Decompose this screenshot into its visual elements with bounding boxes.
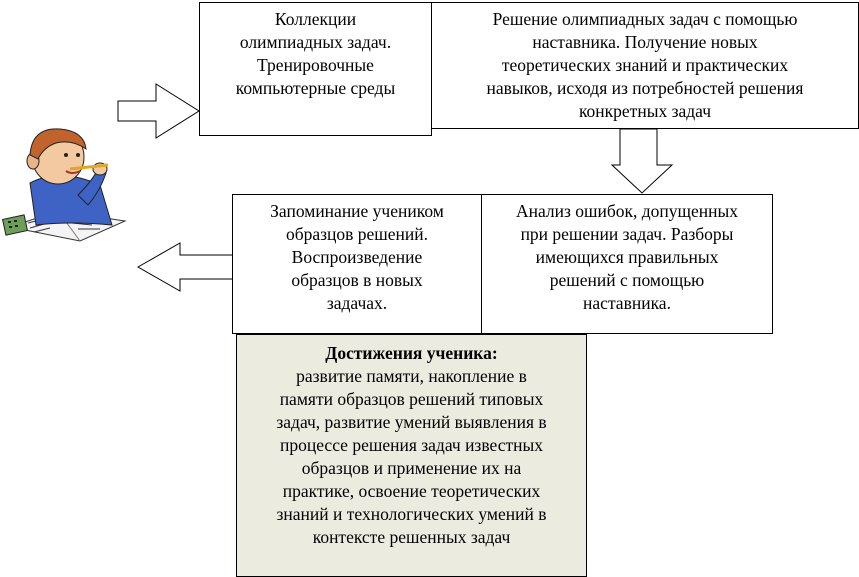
box-line: процессе решения задач известных: [280, 435, 543, 455]
error-analysis-box: Анализ ошибок, допущенных при решении за…: [481, 194, 773, 334]
box-line: Запоминание учеником: [270, 201, 444, 221]
box-line: контексте решенных задач: [312, 527, 511, 547]
mentor-solving-box: Решение олимпиадных задач с помощью наст…: [431, 2, 859, 129]
box-line: памяти образцов решений типовых: [279, 389, 544, 409]
box-line: при решении задач. Разборы: [520, 224, 734, 244]
box-line: олимпиадных задач.: [239, 32, 392, 52]
left-arrow-icon: [136, 242, 234, 292]
box-line: компьютерные среды: [235, 78, 396, 98]
box-line: имеющихся правильных: [535, 247, 719, 267]
box-line: задач, развитие умений выявления в: [276, 412, 547, 432]
box-line: решений с помощью: [549, 270, 705, 290]
student-illustration: [1, 128, 127, 242]
box-line: Воспроизведение: [291, 247, 423, 267]
box-line: образцов в новых: [291, 270, 423, 290]
box-line: конкретных задач: [578, 101, 712, 121]
box-line: образцов и применение их на: [301, 458, 522, 478]
box-line: Тренировочные: [257, 55, 374, 75]
box-line: навыков, исходя из потребностей решения: [486, 78, 804, 98]
memorization-box: Запоминание учеником образцов решений. В…: [232, 194, 482, 334]
box-line: знаний и технологических умений в: [276, 504, 547, 524]
box-line: наставника.: [583, 293, 671, 313]
box-line: развитие памяти, накопление в: [296, 366, 527, 386]
box-line: Решение олимпиадных задач с помощью: [492, 9, 798, 29]
box-line: задачах.: [326, 293, 388, 313]
right-arrow-icon: [117, 83, 200, 139]
achievements-box: Достижения ученика: развитие памяти, нак…: [236, 334, 587, 577]
box-line: Коллекции: [274, 9, 357, 29]
box-line: практике, освоение теоретических: [282, 481, 541, 501]
box-line: наставника. Получение новых: [532, 32, 758, 52]
collections-box: Коллекции олимпиадных задач. Тренировочн…: [199, 2, 432, 136]
box-line: Анализ ошибок, допущенных: [515, 201, 739, 221]
down-arrow-icon: [610, 128, 674, 194]
box-line: образцов решений.: [285, 224, 429, 244]
achievements-title: Достижения ученика:: [325, 343, 498, 363]
box-line: теоретических знаний и практических: [501, 55, 789, 75]
